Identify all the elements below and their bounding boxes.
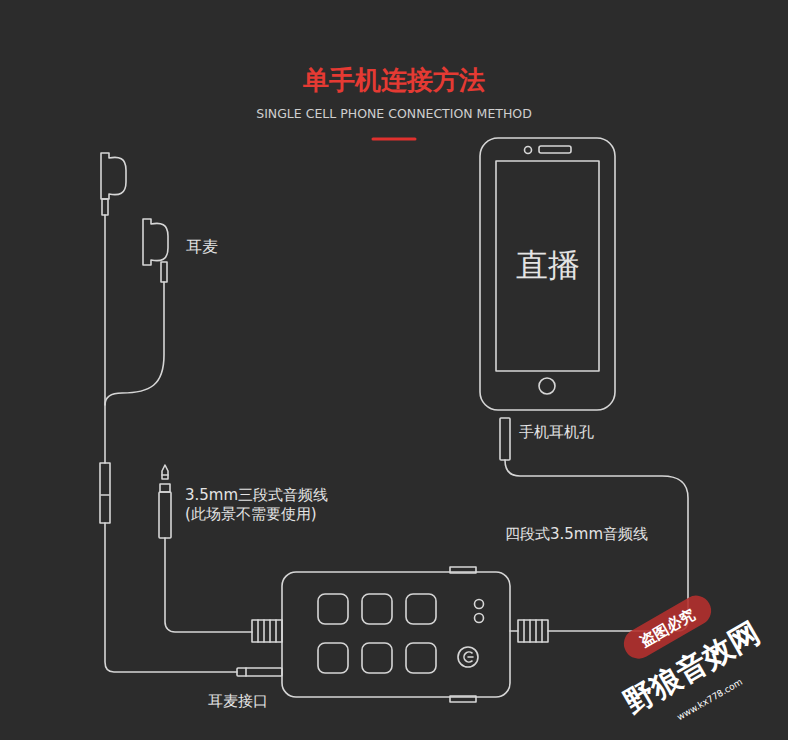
part-name: 耳麦: [186, 237, 218, 257]
left-connector: [252, 620, 282, 642]
subtitle: SINGLE CELL PHONE CONNECTION METHOD: [256, 106, 532, 122]
port-name: 手机耳机孔: [519, 423, 594, 442]
cable-note: 3.5mm三段式音频线 (此场景不需要使用): [185, 486, 345, 524]
cable-name: 四段式3.5mm音频线: [503, 525, 650, 544]
phone-screen: 直播: [496, 161, 599, 371]
port-name: 耳麦接口: [208, 692, 268, 711]
sound-card: [282, 567, 510, 702]
four-pole-cable: [500, 418, 688, 642]
title: 单手机连接方法: [303, 64, 485, 97]
watermark: 盗图必究: [637, 605, 698, 651]
phone: [480, 138, 615, 410]
headset: [100, 153, 282, 676]
accent-line: [373, 138, 415, 141]
screen-text: 直播: [516, 244, 580, 288]
